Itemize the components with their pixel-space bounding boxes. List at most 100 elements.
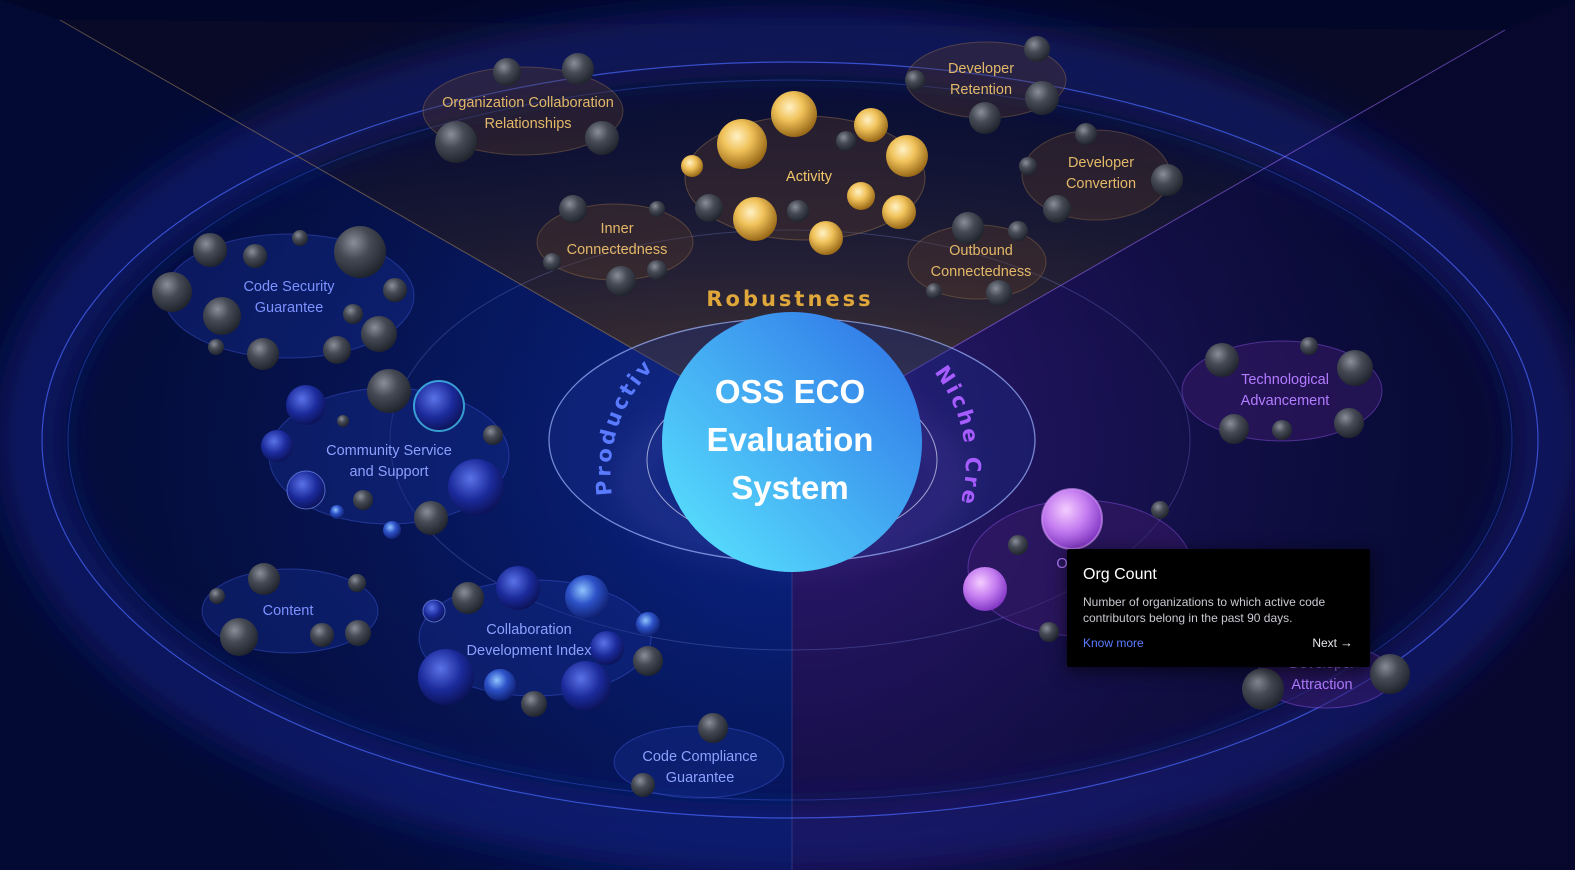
node — [493, 58, 521, 86]
center-title-line-3: System — [731, 469, 848, 506]
node — [986, 280, 1012, 306]
node — [323, 336, 351, 364]
cluster-collaboration-development[interactable]: Collaboration Development Index — [418, 566, 663, 717]
node — [1008, 535, 1028, 555]
code-security-label-2: Guarantee — [255, 300, 324, 316]
node — [330, 505, 344, 519]
node — [243, 244, 267, 268]
node — [247, 338, 279, 370]
center-title-line-2: Evaluation — [707, 421, 874, 458]
node — [717, 119, 767, 169]
node — [310, 623, 334, 647]
collab-dev-label-1: Collaboration — [486, 622, 571, 638]
node — [698, 713, 728, 743]
node — [367, 369, 411, 413]
node — [606, 266, 636, 296]
community-service-label-2: and Support — [349, 464, 428, 480]
outer-ring-inner — [67, 79, 1513, 801]
cluster-technological-advancement[interactable]: Technological Advancement — [1181, 337, 1383, 444]
node — [1151, 164, 1183, 196]
cluster-developer-convertion[interactable]: Developer Convertion — [1019, 123, 1183, 223]
node — [1019, 157, 1037, 175]
node — [1300, 337, 1318, 355]
outer-ring — [41, 61, 1539, 819]
dev-convertion-label-1: Developer — [1068, 155, 1134, 171]
code-compliance-label-2: Guarantee — [666, 770, 735, 786]
node — [636, 612, 660, 636]
know-more-link[interactable]: Know more — [1083, 636, 1144, 650]
center-circle — [662, 312, 922, 572]
node — [882, 195, 916, 229]
node — [435, 121, 477, 163]
node — [422, 599, 446, 623]
cluster-code-compliance[interactable]: Code Compliance Guarantee — [613, 713, 785, 799]
node — [771, 91, 817, 137]
node — [220, 618, 258, 656]
node — [590, 631, 624, 665]
node — [633, 646, 663, 676]
node — [1151, 501, 1169, 519]
node — [203, 297, 241, 335]
node — [1039, 622, 1059, 642]
node — [383, 278, 407, 302]
node — [1370, 654, 1410, 694]
node — [565, 575, 609, 619]
node — [809, 221, 843, 255]
node — [348, 574, 366, 592]
node — [413, 380, 465, 432]
node — [1075, 123, 1097, 145]
dev-retention-label-2: Retention — [950, 82, 1012, 98]
node — [963, 567, 1007, 611]
node — [452, 582, 484, 614]
tooltip-title: Org Count — [1083, 566, 1157, 583]
node — [952, 212, 984, 244]
node — [248, 563, 280, 595]
org-collab-label-1: Organization Collaboration — [442, 95, 614, 111]
org-count-tooltip: Org Count Number of organizations to whi… — [1067, 549, 1370, 667]
node — [193, 233, 227, 267]
node — [448, 459, 504, 515]
cluster-code-security[interactable]: Code Security Guarantee — [152, 226, 415, 370]
node — [1008, 221, 1028, 241]
next-button[interactable]: Next → — [1312, 635, 1353, 650]
node — [383, 521, 401, 539]
node — [854, 108, 888, 142]
inner-conn-label-1: Inner — [600, 221, 633, 237]
cluster-outbound-connectedness[interactable]: Outbound Connectedness — [907, 212, 1047, 306]
cluster-content[interactable]: Content — [201, 563, 379, 656]
next-label: Next — [1312, 635, 1337, 650]
node — [418, 649, 474, 705]
node — [1334, 408, 1364, 438]
tech-advancement-label-2: Advancement — [1241, 393, 1330, 409]
node — [562, 53, 594, 85]
node — [585, 121, 619, 155]
node — [337, 415, 349, 427]
node — [261, 430, 293, 462]
node — [521, 691, 547, 717]
node — [905, 70, 925, 90]
node — [836, 131, 856, 151]
cluster-organization-collaboration[interactable]: Organization Collaboration Relationships — [422, 53, 624, 163]
node — [695, 194, 723, 222]
node — [414, 501, 448, 535]
node — [353, 490, 373, 510]
cluster-activity[interactable]: Activity — [681, 91, 928, 255]
dev-retention-label-1: Developer — [948, 61, 1014, 77]
org-collab-label-2: Relationships — [484, 116, 571, 132]
node — [1272, 420, 1292, 440]
cluster-community-service[interactable]: Community Service and Support — [261, 369, 510, 539]
node — [334, 226, 386, 278]
node — [926, 283, 942, 299]
node — [483, 425, 503, 445]
node — [647, 260, 667, 280]
node — [649, 201, 665, 217]
node — [343, 304, 363, 324]
node — [484, 669, 516, 701]
cluster-inner-connectedness[interactable]: Inner Connectedness — [536, 195, 694, 296]
node — [559, 195, 587, 223]
node — [1043, 195, 1071, 223]
community-service-label-1: Community Service — [326, 443, 452, 459]
robustness-label: Robustness — [706, 287, 873, 311]
divider-left — [59, 19, 793, 441]
cluster-developer-retention[interactable]: Developer Retention — [905, 36, 1067, 134]
